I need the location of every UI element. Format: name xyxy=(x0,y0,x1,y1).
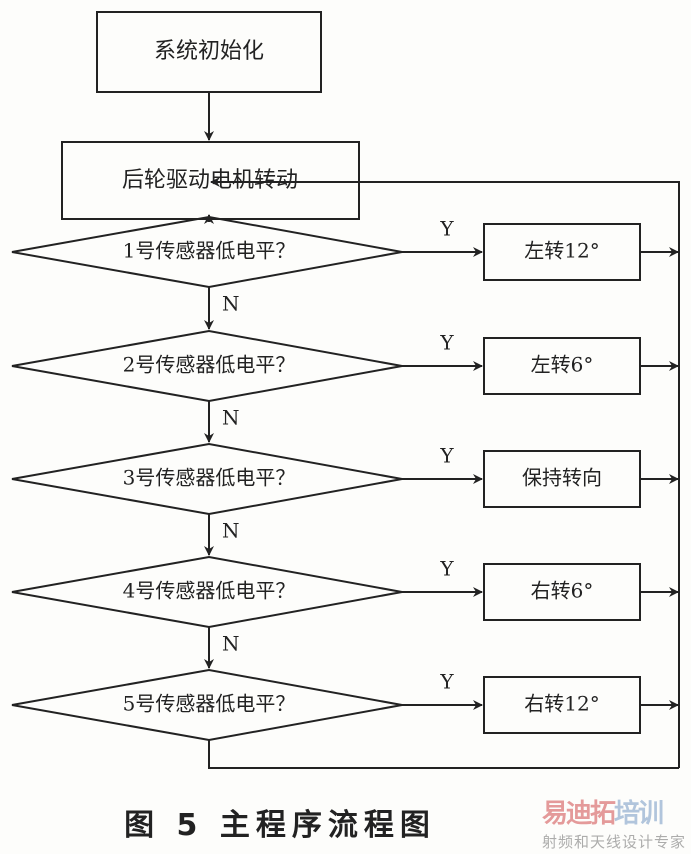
action-box-2-label: 左转6° xyxy=(531,353,594,377)
action-box-4-label: 右转6° xyxy=(531,579,594,603)
watermark-brand: 易迪拓 xyxy=(542,799,616,829)
decision-2-label: 2号传感器低电平？ xyxy=(123,353,296,377)
no-label-1: N xyxy=(222,292,240,316)
decision-3-label: 3号传感器低电平？ xyxy=(123,466,296,490)
watermark: 易迪拓培训 射频和天线设计专家 xyxy=(542,793,690,851)
yes-label-3: Y xyxy=(439,444,454,468)
decision-1-label: 1号传感器低电平？ xyxy=(123,239,296,263)
figure-caption: 图 5 主程序流程图 xyxy=(124,808,436,843)
action-box-1-label: 左转12° xyxy=(524,239,599,263)
decision-4-label: 4号传感器低电平？ xyxy=(123,579,296,603)
loop-back-line xyxy=(210,177,680,705)
watermark-brand-2: 培训 xyxy=(614,799,664,829)
loop-bottom-line xyxy=(208,740,679,769)
motor-box-label: 后轮驱动电机转动 xyxy=(122,168,298,193)
action-box-3-label: 保持转向 xyxy=(522,466,602,490)
decision-5-label: 5号传感器低电平？ xyxy=(123,692,296,716)
watermark-slogan: 射频和天线设计专家 xyxy=(542,833,687,851)
yes-label-1: Y xyxy=(439,217,454,241)
action-box-5-label: 右转12° xyxy=(524,692,599,716)
init-box-label: 系统初始化 xyxy=(154,39,264,64)
no-label-4: N xyxy=(222,632,240,656)
yes-label-5: Y xyxy=(439,670,454,694)
yes-label-2: Y xyxy=(439,331,454,355)
no-label-2: N xyxy=(222,406,240,430)
no-label-3: N xyxy=(222,519,240,543)
yes-label-4: Y xyxy=(439,557,454,581)
